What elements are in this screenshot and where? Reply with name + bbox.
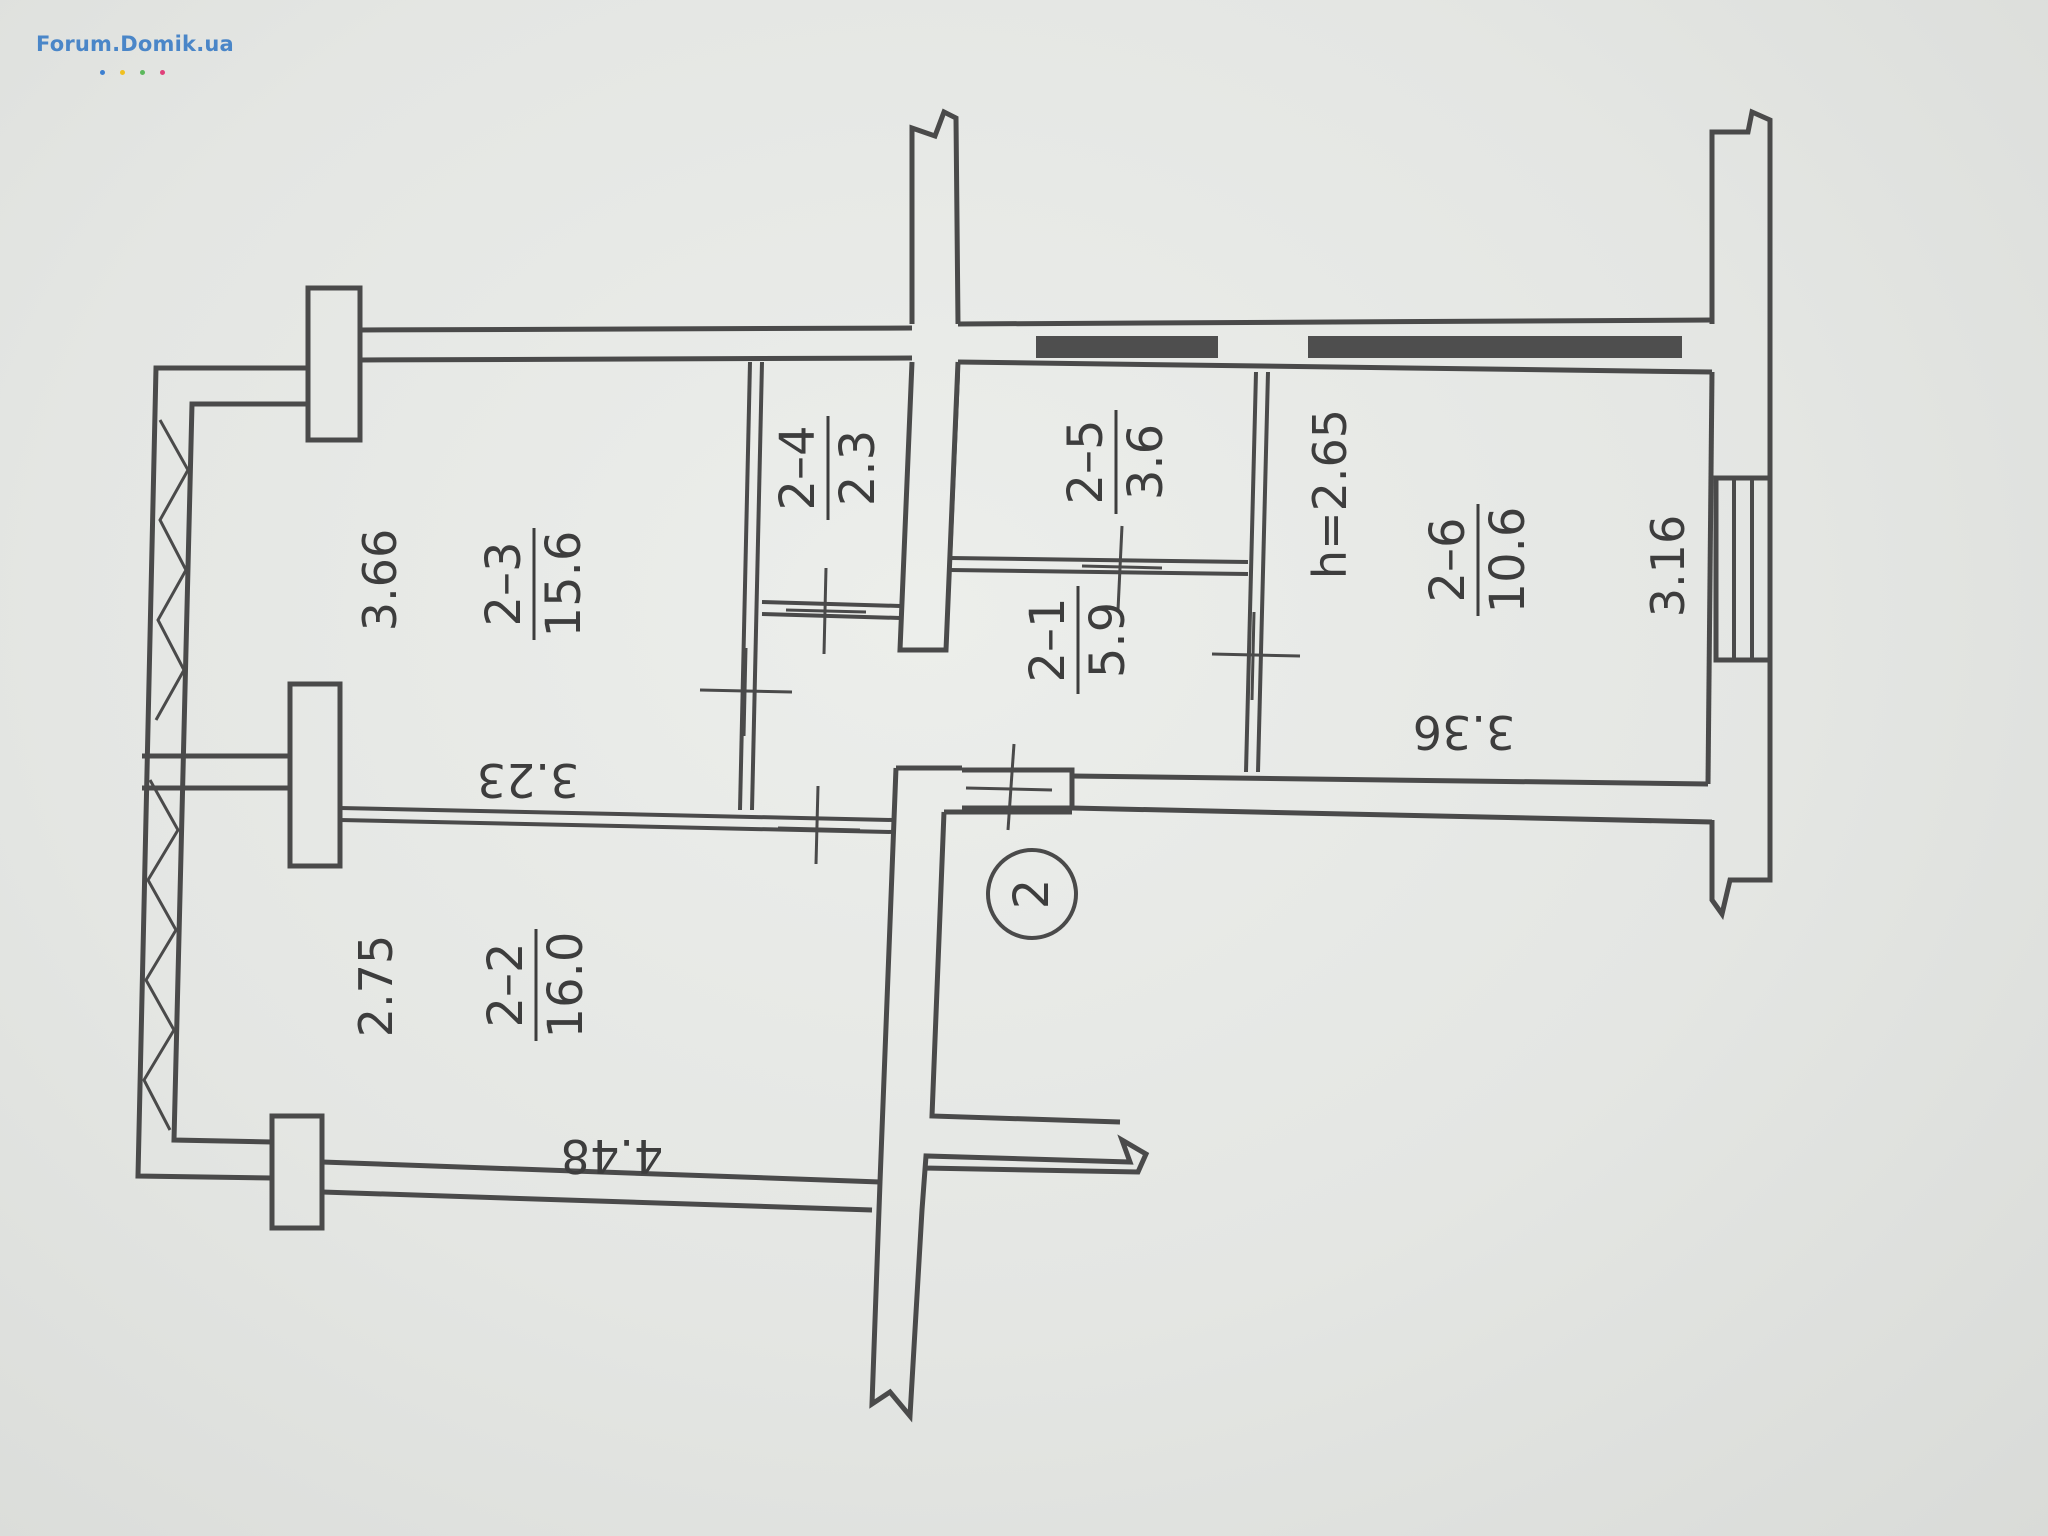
window-east — [1713, 475, 1773, 663]
balcony-railing — [142, 419, 190, 1131]
wall-2-4-south-a — [761, 600, 901, 608]
room-id: 2–6 — [1420, 517, 1476, 602]
balcony-frame-inner — [171, 401, 308, 1145]
wall-bottom-left-outer — [321, 1159, 881, 1185]
room-area: 5.9 — [1080, 602, 1136, 678]
dimension-label: 3.36 — [1413, 705, 1515, 759]
room-label-2-1: 2–1 5.9 — [1020, 586, 1136, 694]
wall-2-6-west-b — [1256, 371, 1270, 773]
room-label-2-3: 2–3 15.6 — [476, 528, 592, 640]
apartment-marker-number: 2 — [1004, 879, 1060, 910]
room-id: 2–4 — [770, 425, 826, 510]
dimension-label: 3.66 — [353, 529, 407, 631]
wall-2-3-2-2-a — [339, 806, 893, 822]
watermark-dots — [100, 60, 180, 75]
watermark-logo: Forum.Domik.ua — [36, 32, 234, 56]
room-area: 2.3 — [830, 430, 886, 506]
entry-door-frame — [962, 767, 1075, 811]
room-area: 10.6 — [1480, 507, 1536, 614]
pilaster-3 — [269, 1113, 325, 1231]
watermark-dot — [160, 70, 165, 75]
door-markers — [699, 525, 1301, 865]
wall-2-6-west-a — [1244, 371, 1258, 773]
dimension-label: 3.23 — [477, 753, 579, 807]
room-label-2-2: 2–2 16.0 — [478, 929, 594, 1041]
watermark-dot — [140, 70, 145, 75]
wall-corridor-inner-2 — [929, 811, 1121, 1125]
dimension-label: 4.48 — [561, 1129, 663, 1183]
wall-2-4-south-b — [761, 612, 901, 620]
wall-2-6-south — [1071, 773, 1709, 787]
wall-south-outer — [1071, 805, 1713, 825]
wall-2-5-south-b — [949, 568, 1249, 576]
balcony-frame-outer — [135, 365, 308, 1181]
room-label-2-5: 2–5 3.6 — [1058, 410, 1174, 514]
wall-stub-right — [1709, 108, 1773, 480]
wall-stub-top — [909, 108, 961, 325]
wall-top-right-outer — [957, 317, 1713, 327]
wall-top-right-inner — [957, 359, 1713, 375]
wall-2-6-east — [1705, 371, 1715, 785]
wall-2-5-south-a — [949, 556, 1249, 564]
pilaster-1 — [305, 285, 363, 443]
apartment-marker: 2 — [986, 848, 1078, 940]
pilaster-2 — [287, 681, 343, 869]
wall-top-left-inner — [359, 355, 913, 363]
room-label-2-6: 2–6 10.6 — [1420, 504, 1536, 616]
wall-2-5-west — [948, 373, 960, 561]
window-top-2 — [1308, 336, 1682, 358]
room-area: 15.6 — [536, 531, 592, 638]
wall-2-3-east-b — [750, 361, 764, 811]
wall-central — [897, 361, 961, 653]
room-id: 2–1 — [1020, 597, 1076, 682]
ceiling-height-label: h=2.65 — [1303, 409, 1357, 579]
wall-stub-right-lower — [1709, 660, 1773, 920]
watermark-dot — [120, 70, 125, 75]
dimension-label: 2.75 — [349, 935, 403, 1037]
room-area: 3.6 — [1118, 424, 1174, 500]
wall-top-left-outer — [359, 325, 913, 333]
watermark-dot — [100, 70, 105, 75]
room-area: 16.0 — [538, 932, 594, 1039]
wall-2-3-east-a — [738, 361, 752, 811]
wall-bottom-left-inner — [321, 1189, 873, 1213]
room-id: 2–2 — [478, 942, 534, 1027]
room-id: 2–3 — [476, 541, 532, 626]
wall-corridor — [869, 767, 1150, 1423]
window-top-1 — [1036, 336, 1218, 358]
dimension-label: 3.16 — [1641, 515, 1695, 617]
room-id: 2–5 — [1058, 419, 1114, 504]
room-label-2-4: 2–4 2.3 — [770, 416, 886, 520]
